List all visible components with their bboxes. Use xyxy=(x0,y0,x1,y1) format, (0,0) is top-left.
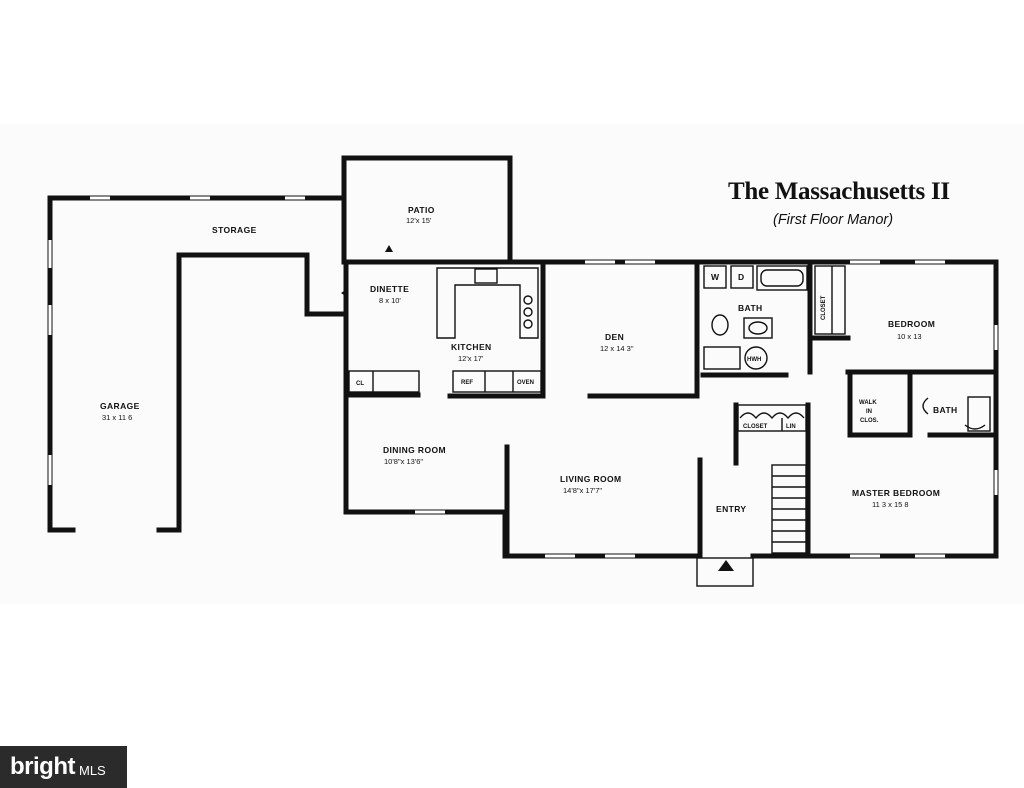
patio-dim: 12'x 15' xyxy=(406,216,432,225)
bath2-label: BATH xyxy=(933,405,958,415)
closet-hall-label: CLOSET xyxy=(743,424,768,430)
kitchen-counters xyxy=(348,267,542,393)
garage-windows xyxy=(48,196,305,485)
garage-dim: 31 x 11 6 xyxy=(102,413,132,422)
kitchen-label: KITCHEN xyxy=(451,342,492,352)
dinette-door-marker xyxy=(341,289,347,297)
walk-in-closet-label-3: CLOS. xyxy=(860,418,879,424)
cl-label: CL xyxy=(356,381,364,387)
dining-room-label: DINING ROOM xyxy=(383,445,446,455)
linen-label: LIN xyxy=(786,424,796,430)
patio-walls xyxy=(341,155,513,265)
storage-label: STORAGE xyxy=(212,225,257,235)
bath1-label: BATH xyxy=(738,303,763,313)
entry-label: ENTRY xyxy=(716,504,747,514)
closet-vertical-label: CLOSET xyxy=(821,295,827,320)
watermark-suffix: MLS xyxy=(78,762,106,778)
bedroom-closet-fixture xyxy=(814,265,846,335)
stairs xyxy=(771,464,807,554)
bright-mls-watermark: bright MLS xyxy=(0,746,127,788)
living-room-label: LIVING ROOM xyxy=(560,474,622,484)
hwh-label: HWH xyxy=(747,357,761,363)
garage-label: GARAGE xyxy=(100,401,140,411)
entry-stoop xyxy=(696,557,754,587)
plan-title: The Massachusetts II xyxy=(728,178,950,205)
dryer-label: D xyxy=(738,272,745,282)
walk-in-closet-label-1: WALK xyxy=(859,400,877,406)
master-bedroom-label: MASTER BEDROOM xyxy=(852,488,940,498)
living-room-dim: 14'8"x 17'7" xyxy=(563,486,602,495)
dining-room-dim: 10'8"x 13'6" xyxy=(384,457,423,466)
den-dim: 12 x 14 3" xyxy=(600,344,634,353)
bath2-fixtures xyxy=(922,396,991,432)
ref-label: REF xyxy=(461,380,473,386)
dinette-label: DINETTE xyxy=(370,284,409,294)
hall-closet-fixture xyxy=(737,404,807,432)
plan-subtitle: (First Floor Manor) xyxy=(773,212,894,228)
kitchen-dim: 12'x 17' xyxy=(458,354,484,363)
house-windows xyxy=(415,260,998,558)
entry-marker xyxy=(718,560,734,571)
patio-entry-marker xyxy=(385,245,393,252)
bath1-fixtures xyxy=(703,265,808,370)
bedroom-dim: 10 x 13 xyxy=(897,332,922,341)
patio-label: PATIO xyxy=(408,205,435,215)
oven-label: OVEN xyxy=(517,380,534,386)
washer-label: W xyxy=(711,272,720,282)
walk-in-closet-label-2: IN xyxy=(866,409,872,415)
master-bedroom-dim: 11 3 x 15 8 xyxy=(872,500,909,509)
dinette-dim: 8 x 10' xyxy=(379,296,401,305)
den-label: DEN xyxy=(605,332,624,342)
watermark-brand: bright xyxy=(10,753,75,780)
interior-walls xyxy=(343,259,999,559)
bedroom-label: BEDROOM xyxy=(888,319,935,329)
